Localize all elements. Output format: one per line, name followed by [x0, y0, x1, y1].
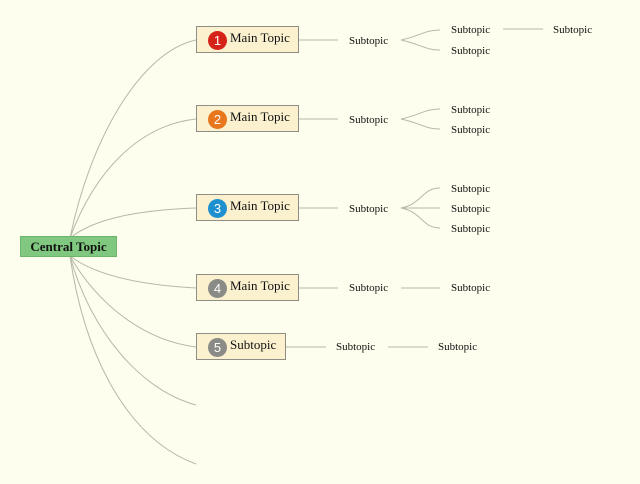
subtopic-b1-child-1-child-1[interactable]: Subtopic	[553, 24, 593, 36]
subtopic-b2-child-2[interactable]: Subtopic	[451, 124, 491, 136]
connector-b1-fork-2	[400, 39, 441, 51]
connector-central-topic-5	[69, 255, 197, 348]
main-topic-label: Main Topic	[230, 278, 290, 293]
main-topic-2[interactable]: 2 Main Topic	[196, 105, 299, 132]
main-topic-5[interactable]: 5 Subtopic	[196, 333, 286, 360]
connector-b2-fork-2	[400, 118, 441, 130]
central-topic[interactable]: Central Topic	[20, 236, 117, 257]
main-topic-label: Main Topic	[230, 109, 290, 124]
number-2-badge-icon: 2	[208, 110, 227, 129]
connector-central-topic-2	[69, 118, 197, 239]
subtopic-b5[interactable]: Subtopic	[336, 341, 376, 353]
subtopic-b4-child-1[interactable]: Subtopic	[451, 282, 491, 294]
central-topic-label: Central Topic	[30, 238, 107, 254]
subtopic-b4[interactable]: Subtopic	[349, 282, 389, 294]
connector-central-topic-3	[69, 207, 197, 239]
connector-central-empty-1	[69, 255, 197, 406]
number-5-badge-icon: 5	[208, 338, 227, 357]
main-topic-3[interactable]: 3 Main Topic	[196, 194, 299, 221]
subtopic-b3-child-2[interactable]: Subtopic	[451, 203, 491, 215]
subtopic-b3-child-3[interactable]: Subtopic	[451, 223, 491, 235]
number-3-badge-icon: 3	[208, 199, 227, 218]
connector-b1-fork-1	[400, 29, 441, 41]
subtopic-b5-child-1[interactable]: Subtopic	[438, 341, 478, 353]
connector-central-topic-4	[69, 255, 197, 289]
subtopic-b1[interactable]: Subtopic	[349, 35, 389, 47]
connector-b3-fork-1	[400, 187, 441, 209]
main-topic-1[interactable]: 1 Main Topic	[196, 26, 299, 53]
main-topic-label: Main Topic	[230, 198, 290, 213]
main-topic-label: Subtopic	[230, 337, 277, 352]
main-topic-label: Main Topic	[230, 30, 290, 45]
subtopic-b1-child-1[interactable]: Subtopic	[451, 24, 491, 36]
connector-central-topic-1	[69, 39, 197, 239]
subtopic-b2-child-1[interactable]: Subtopic	[451, 104, 491, 116]
main-topic-4[interactable]: 4 Main Topic	[196, 274, 299, 301]
subtopic-b2[interactable]: Subtopic	[349, 114, 389, 126]
connector-central-empty-2	[69, 255, 197, 465]
subtopic-b1-child-2[interactable]: Subtopic	[451, 45, 491, 57]
number-1-badge-icon: 1	[208, 31, 227, 50]
subtopic-b3[interactable]: Subtopic	[349, 203, 389, 215]
connector-b2-fork-1	[400, 108, 441, 120]
subtopic-b3-child-1[interactable]: Subtopic	[451, 183, 491, 195]
connector-b3-fork-3	[400, 207, 441, 229]
number-4-badge-icon: 4	[208, 279, 227, 298]
